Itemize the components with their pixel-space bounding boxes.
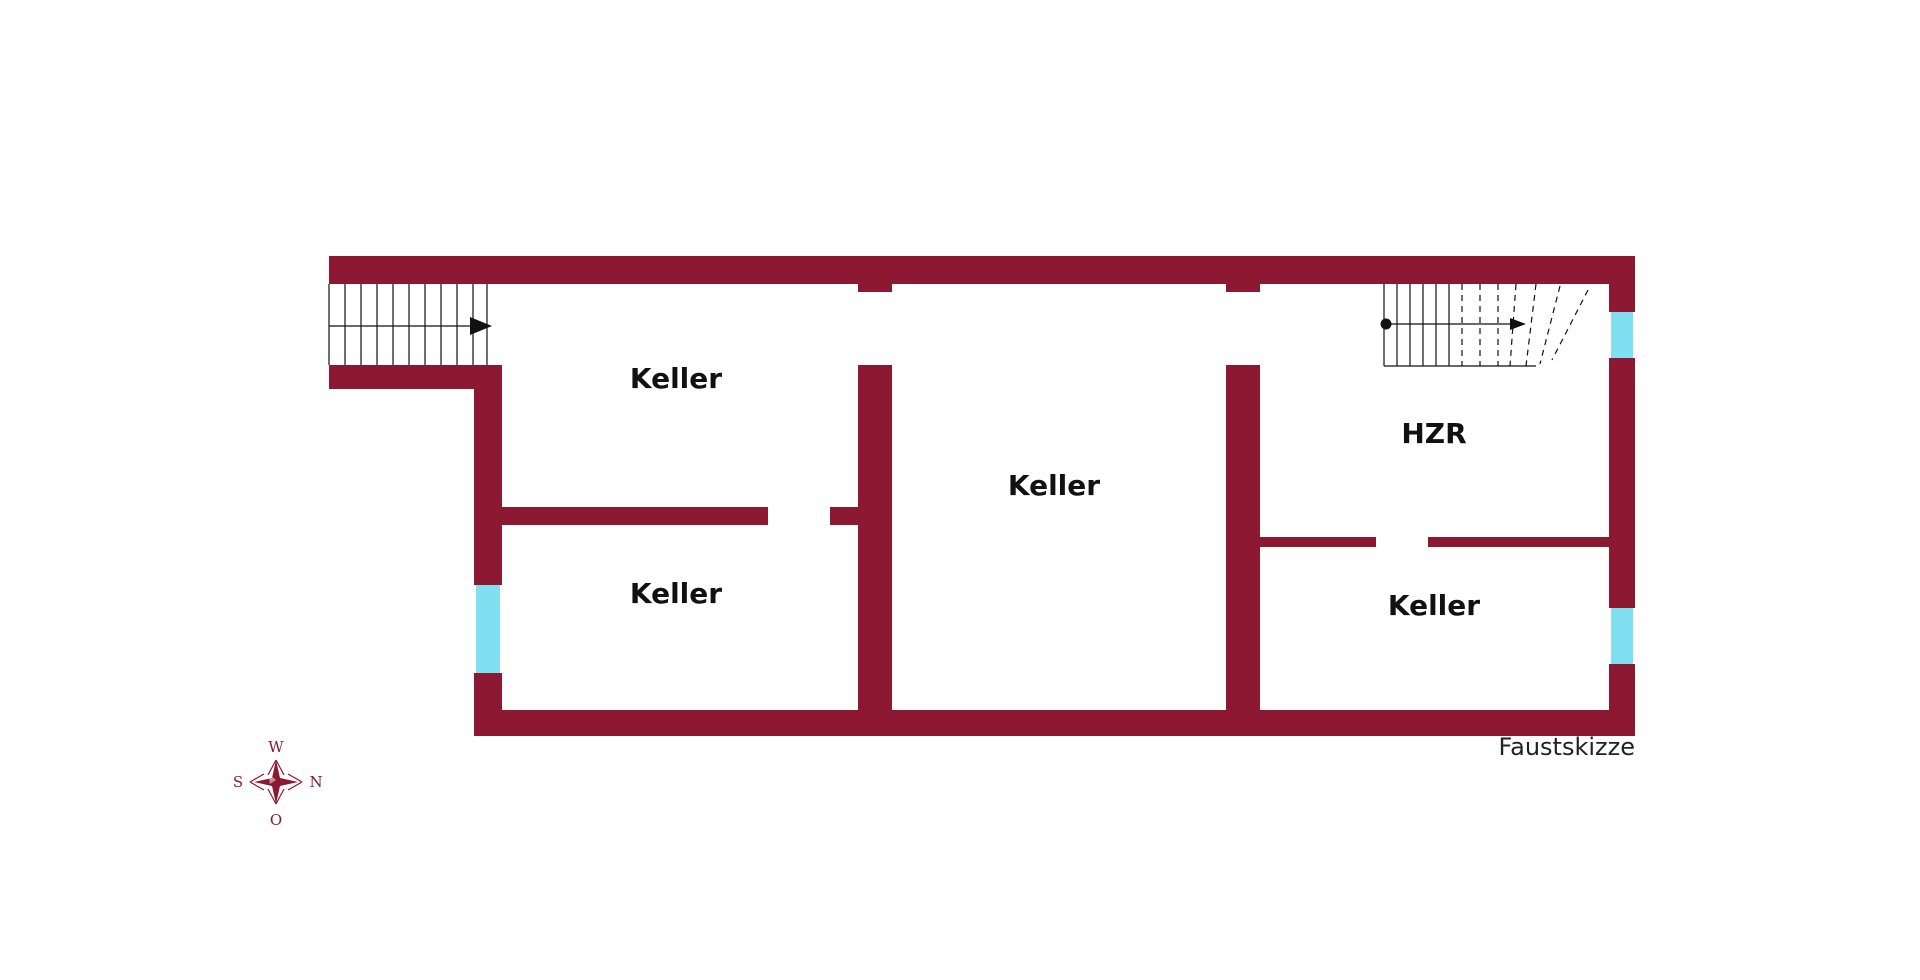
partition-left-vertical	[858, 365, 892, 736]
interior-walls	[502, 280, 1609, 736]
room-label-keller-top-left: Keller	[630, 362, 722, 395]
right-window-bottom	[1611, 608, 1633, 664]
compass-star-icon	[254, 760, 298, 804]
right-wall-top	[1609, 256, 1635, 312]
compass-left-letter: S	[233, 773, 243, 791]
right-window-top	[1611, 312, 1633, 358]
entrance-staircase	[328, 284, 492, 365]
bottom-wall	[474, 710, 1635, 736]
top-wall	[329, 256, 1635, 284]
partition-right-horizontal-a	[1260, 537, 1376, 547]
compass-rose: W S N O	[233, 738, 323, 829]
room-label-hzr: HZR	[1401, 417, 1466, 450]
partition-left-horizontal-a	[502, 507, 768, 525]
right-wall-middle	[1609, 358, 1635, 608]
partition-right-horizontal-b	[1428, 537, 1609, 547]
left-wall-upper	[474, 365, 502, 585]
stair-arrow-icon	[470, 317, 492, 335]
hzr-stair-arrow-icon	[1510, 318, 1526, 330]
room-label-keller-bottom-left: Keller	[630, 577, 722, 610]
compass-right-letter: N	[309, 773, 322, 791]
room-label-keller-bottom-right: Keller	[1388, 589, 1480, 622]
partition-left-horizontal-b	[830, 507, 860, 525]
stair-start-dot-icon	[1380, 318, 1392, 330]
door-lintel-right	[1226, 280, 1260, 292]
door-lintel-left	[858, 280, 892, 292]
outer-walls	[329, 256, 1635, 736]
sketch-note: Faustskizze	[1499, 733, 1635, 761]
room-label-keller-center: Keller	[1008, 469, 1100, 502]
right-wall-bottom	[1609, 664, 1635, 736]
partition-right-vertical	[1226, 365, 1260, 736]
entrance-stair-bottom-wall	[329, 365, 497, 389]
windows	[476, 312, 1633, 673]
left-window	[476, 585, 500, 673]
compass-bottom-letter: O	[270, 811, 282, 829]
hzr-staircase	[1380, 283, 1589, 367]
compass-top-letter: W	[268, 738, 284, 756]
